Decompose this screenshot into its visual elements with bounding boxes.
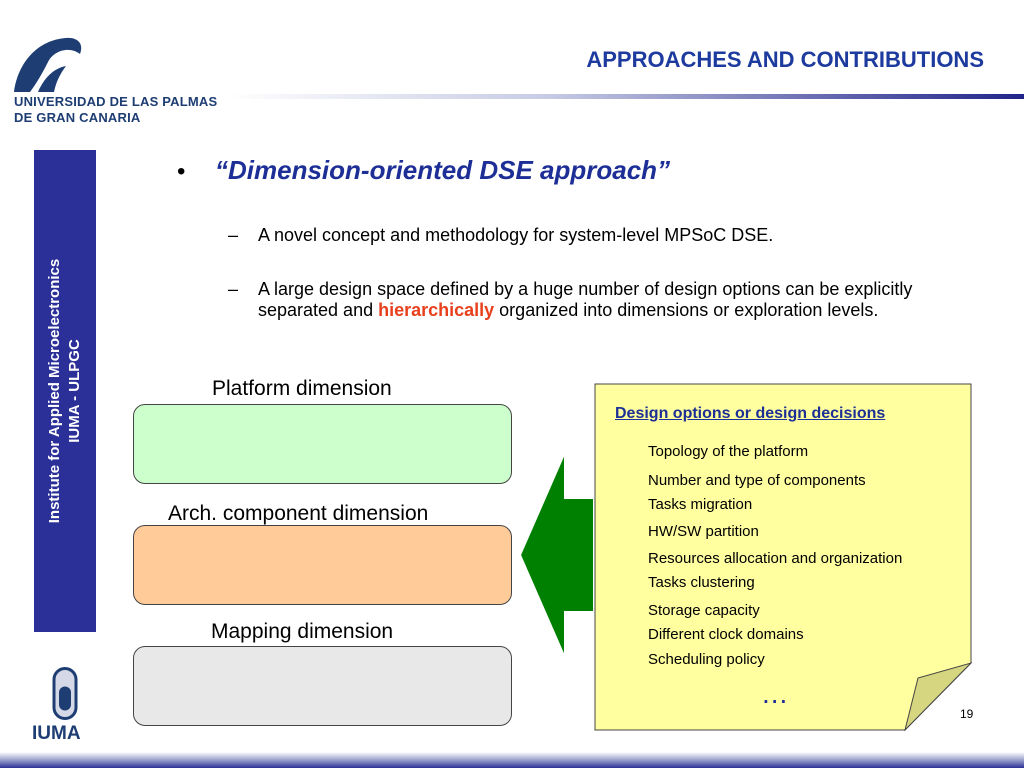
note-title: Design options or design decisions [615, 405, 886, 422]
sub-bullet-1: A novel concept and methodology for syst… [258, 225, 774, 245]
platform-dimension-box [133, 404, 512, 484]
main-bullet: “Dimension-oriented DSE approach” [215, 155, 671, 185]
arch-dimension-label: Arch. component dimension [168, 502, 429, 525]
note-item: Scheduling policy [648, 651, 765, 668]
iuma-logo-icon [52, 667, 78, 720]
iuma-logo-text: IUMA [32, 723, 81, 744]
side-band-line2: IUMA - ULPGC [66, 339, 83, 443]
sub-bullet-2: A large design space defined by a huge n… [258, 279, 938, 321]
note-item: Number and type of components [648, 472, 866, 489]
sub-bullet-dash-1: – [228, 225, 239, 245]
university-name-line1: UNIVERSIDAD DE LAS PALMAS [14, 94, 218, 109]
side-band-line1: Institute for Applied Microelectronics [46, 258, 63, 524]
university-name-line2: DE GRAN CANARIA [14, 110, 141, 125]
bottom-divider [0, 752, 1024, 768]
wave-emblem-icon [14, 37, 82, 92]
highlight-hierarchically: hierarchically [378, 300, 495, 320]
note-item: Tasks clustering [648, 574, 755, 591]
side-band-text: Institute for Applied Microelectronics I… [45, 259, 85, 523]
mapping-dimension-box [133, 646, 512, 726]
mapping-dimension-label: Mapping dimension [211, 620, 394, 643]
left-arrow-icon [518, 451, 595, 659]
sub-bullet-2-before: A large design space defined by a huge n… [258, 279, 913, 320]
title-divider [228, 94, 1024, 99]
note-item: Resources allocation and organization [648, 550, 903, 567]
platform-dimension-label: Platform dimension [212, 377, 392, 400]
sub-bullet-dash-2: – [228, 279, 239, 299]
page-number: 19 [960, 707, 974, 721]
side-band [34, 150, 96, 632]
slide-title: APPROACHES AND CONTRIBUTIONS [586, 47, 984, 72]
sub-bullet-2-after: organized into dimensions or exploration… [494, 300, 879, 320]
note-ellipsis: ... [762, 678, 789, 709]
note-item: Storage capacity [648, 602, 760, 619]
arch-dimension-box [133, 525, 512, 605]
note-item: Tasks migration [648, 496, 753, 513]
note-item: Topology of the platform [648, 443, 809, 460]
design-options-note [594, 383, 972, 731]
note-item: Different clock domains [648, 626, 804, 643]
bullet-marker: • [177, 158, 186, 185]
note-item: HW/SW partition [648, 523, 759, 540]
university-logo: UNIVERSIDAD DE LAS PALMAS DE GRAN CANARI… [8, 32, 228, 132]
